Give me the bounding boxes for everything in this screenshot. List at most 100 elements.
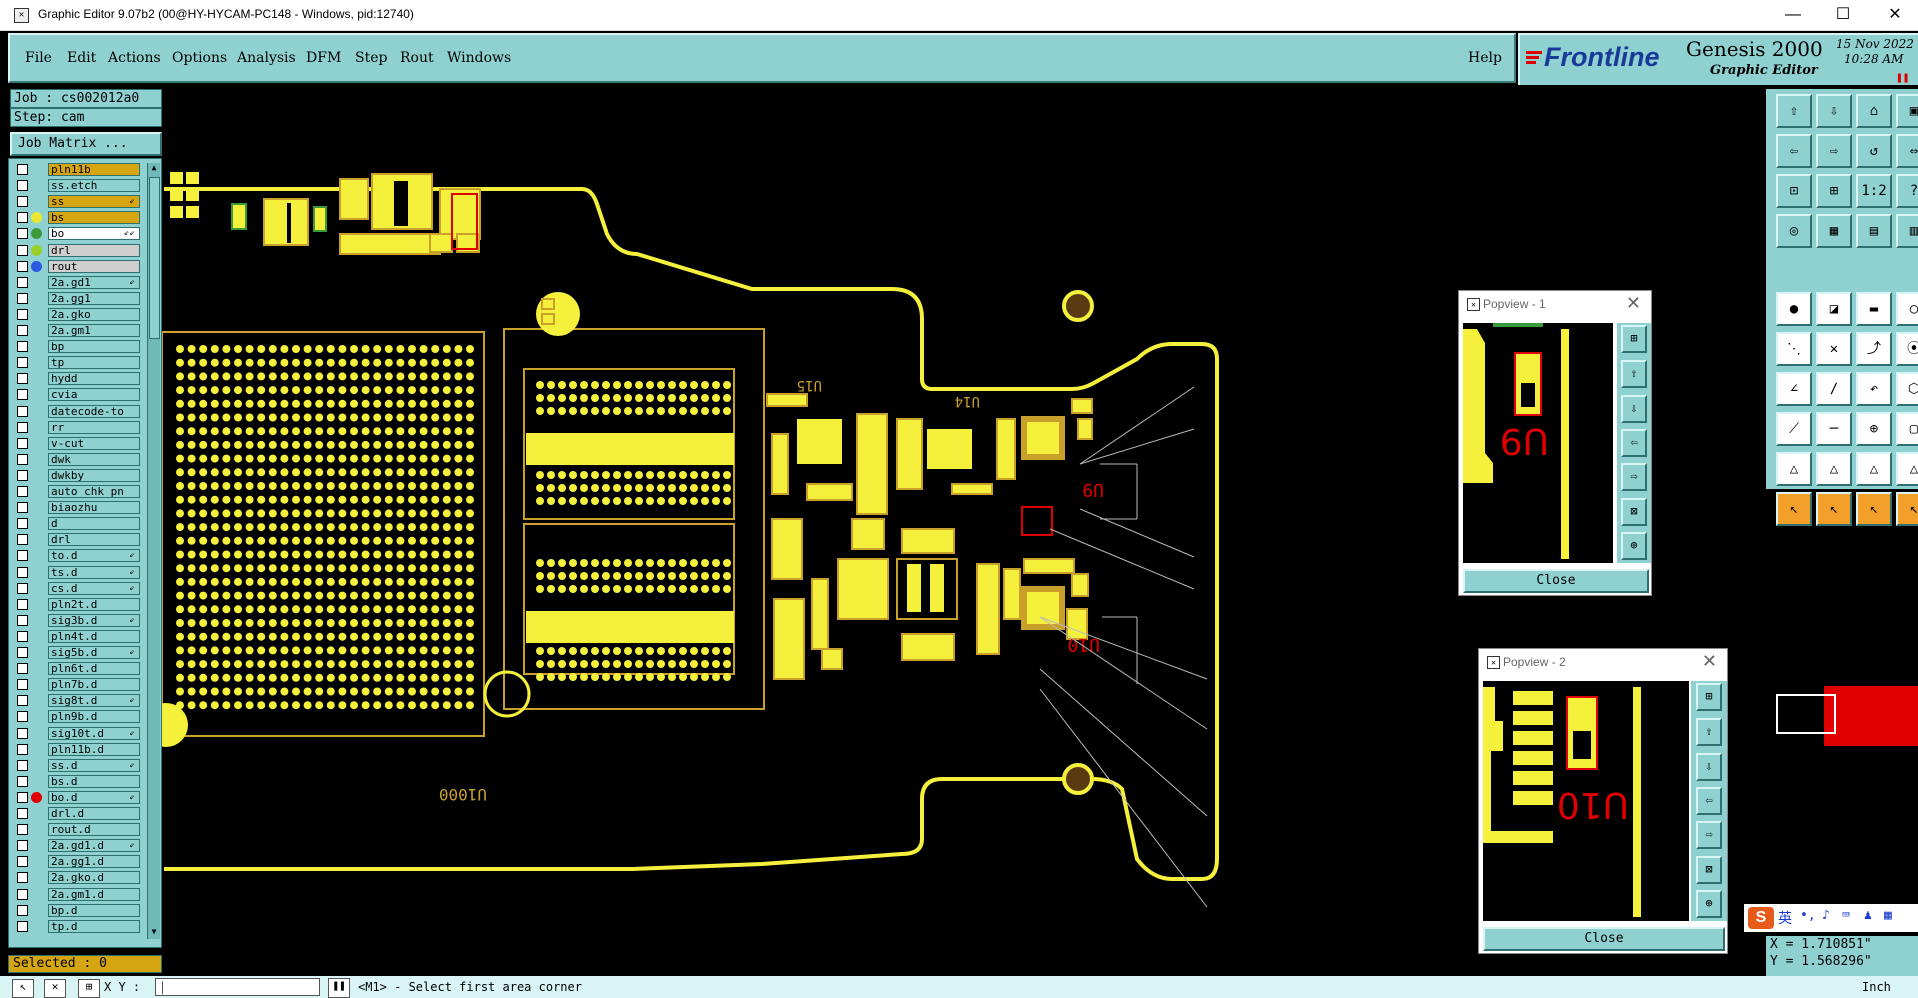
minimize-button[interactable]: — (1785, 6, 1801, 23)
pan-right-tool-icon[interactable]: ⇨ (1816, 134, 1852, 168)
layer-checkbox[interactable] (17, 196, 28, 208)
layer-row[interactable]: dwkby (9, 468, 141, 482)
layer-row[interactable]: 2a.gko (9, 307, 141, 321)
popview-2-tool-4[interactable]: ⇦ (1696, 787, 1722, 815)
popview-1-tool-6[interactable]: ⊠ (1621, 498, 1647, 526)
layer-checkbox[interactable] (17, 341, 28, 353)
snap-tool-icon[interactable]: ▦ (1816, 214, 1852, 248)
layer-checkbox[interactable] (17, 518, 28, 530)
popview-2-tool-3[interactable]: ⇩ (1696, 753, 1722, 781)
layer-checkbox[interactable] (17, 679, 28, 691)
layer-checkbox[interactable] (17, 405, 28, 417)
menu-rout[interactable]: Rout (400, 50, 434, 66)
layer-row[interactable]: cvia (9, 388, 141, 402)
layer-checkbox[interactable] (17, 856, 28, 868)
sel-a-tool-icon[interactable]: ↖ (1776, 492, 1812, 526)
layer-row[interactable]: ts.d⇙ (9, 565, 141, 579)
layer-checkbox[interactable] (17, 212, 28, 224)
layer-row[interactable]: hydd (9, 372, 141, 386)
layer-row[interactable]: bo⇙⇙ (9, 227, 141, 241)
layer-row[interactable]: pln9b.d (9, 710, 141, 724)
layer-checkbox[interactable] (17, 647, 28, 658)
ime-user-icon[interactable]: ♟ (1864, 908, 1872, 923)
popview-1-tool-4[interactable]: ⇦ (1621, 429, 1647, 457)
menu-file[interactable]: File (25, 50, 52, 66)
layer-checkbox[interactable] (17, 743, 28, 755)
layer-checkbox[interactable] (17, 630, 28, 642)
fill-tool-icon[interactable]: ◪ (1816, 292, 1852, 326)
layer-row[interactable]: bp (9, 340, 141, 354)
help-tool-icon[interactable]: ? (1896, 174, 1918, 208)
layer-row[interactable]: sig5b.d⇙ (9, 646, 141, 659)
layer-checkbox[interactable] (17, 775, 28, 787)
layer-checkbox[interactable] (17, 486, 28, 497)
menu-step[interactable]: Step (355, 50, 388, 66)
tri-b-tool-icon[interactable]: △ (1816, 452, 1852, 486)
redraw-tool-icon[interactable]: ↺ (1856, 134, 1892, 168)
layer-row[interactable]: bp.d (9, 903, 141, 917)
layer-row[interactable]: auto_chk_pn (9, 485, 141, 498)
pan-left-tool-icon[interactable]: ⇦ (1776, 134, 1812, 168)
pad-tool-icon[interactable]: ⦿ (1896, 332, 1918, 366)
layer-checkbox[interactable] (17, 325, 28, 336)
menu-help[interactable]: Help (1468, 50, 1502, 66)
select-tool-icon[interactable]: ↖ (12, 979, 34, 998)
layer-row[interactable]: rr (9, 420, 141, 434)
popview-1-tool-5[interactable]: ⇨ (1621, 463, 1647, 491)
window-tool-icon[interactable]: ⊡ (1776, 174, 1812, 208)
popview-1-tool-2[interactable]: ⇧ (1621, 360, 1647, 388)
layer-row[interactable]: pln6t.d (9, 662, 141, 676)
layer-row[interactable]: sig10t.d⇙ (9, 726, 141, 740)
layer-checkbox[interactable] (17, 824, 28, 836)
angle-tool-icon[interactable]: ∠ (1776, 372, 1812, 406)
layer-checkbox[interactable] (17, 759, 28, 771)
pause-button-icon[interactable]: ❚❚ (328, 978, 350, 998)
layer-checkbox[interactable] (17, 534, 28, 546)
layers-a-tool-icon[interactable]: ▤ (1856, 214, 1892, 248)
layer-row[interactable]: sig8t.d⇙ (9, 694, 141, 708)
layer-row[interactable]: datecode-to (9, 404, 141, 418)
layer-checkbox[interactable] (17, 357, 28, 369)
layer-checkbox[interactable] (17, 276, 28, 288)
cross-tool-icon[interactable]: ✕ (1816, 332, 1852, 366)
layer-row[interactable]: cs.d⇙ (9, 581, 141, 595)
menu-windows[interactable]: Windows (447, 50, 512, 66)
popview-2-close-icon[interactable]: ✕ (1701, 651, 1717, 671)
layer-checkbox[interactable] (17, 260, 28, 272)
slope-tool-icon[interactable]: ∕ (1816, 372, 1852, 406)
layer-row[interactable]: 2a.gd1⇙ (9, 275, 141, 289)
popview-2-tool-7[interactable]: ⊕ (1696, 890, 1722, 918)
layer-checkbox[interactable] (17, 888, 28, 900)
line-tool-icon[interactable]: ▬ (1856, 292, 1892, 326)
menu-dfm[interactable]: DFM (306, 50, 342, 66)
menu-edit[interactable]: Edit (67, 50, 97, 66)
layer-row[interactable]: biaozhu (9, 501, 141, 515)
grid-tool-icon[interactable]: ⊞ (1816, 174, 1852, 208)
popview-1-tool-3[interactable]: ⇩ (1621, 395, 1647, 423)
popview-2-canvas[interactable]: U10 (1483, 681, 1689, 921)
layer-checkbox[interactable] (17, 244, 28, 256)
zoom-in-tool-icon[interactable]: ⇧ (1776, 94, 1812, 128)
popview-2-close-button[interactable]: Close (1483, 927, 1725, 951)
layer-checkbox[interactable] (17, 421, 28, 433)
layer-row[interactable]: drl (9, 533, 141, 547)
undo-tool-icon[interactable]: ↶ (1856, 372, 1892, 406)
maximize-button[interactable]: ☐ (1835, 6, 1851, 23)
close-window-button[interactable]: ✕ (1888, 6, 1902, 23)
circle-tool-icon[interactable]: ○ (1896, 292, 1918, 326)
layer-checkbox[interactable] (17, 502, 28, 514)
tri-a-tool-icon[interactable]: △ (1776, 452, 1812, 486)
job-matrix-button[interactable]: Job Matrix ... (10, 132, 162, 156)
popview-2-tool-2[interactable]: ⇧ (1696, 718, 1722, 746)
layer-checkbox[interactable] (17, 872, 28, 884)
sel-d-tool-icon[interactable]: ↖ (1896, 492, 1918, 526)
layer-checkbox[interactable] (17, 164, 28, 175)
sel-c-tool-icon[interactable]: ↖ (1856, 492, 1892, 526)
popview-1-close-icon[interactable]: ✕ (1625, 293, 1641, 313)
layer-row[interactable]: drl.d (9, 807, 141, 820)
fit-tool-icon[interactable]: ▣ (1896, 94, 1918, 128)
layer-row[interactable]: ss.d⇙ (9, 758, 141, 772)
ime-grid-icon[interactable]: ▦ (1884, 908, 1892, 923)
ime-language[interactable]: 英 (1778, 911, 1792, 927)
ime-logo-icon[interactable]: S (1748, 907, 1774, 929)
